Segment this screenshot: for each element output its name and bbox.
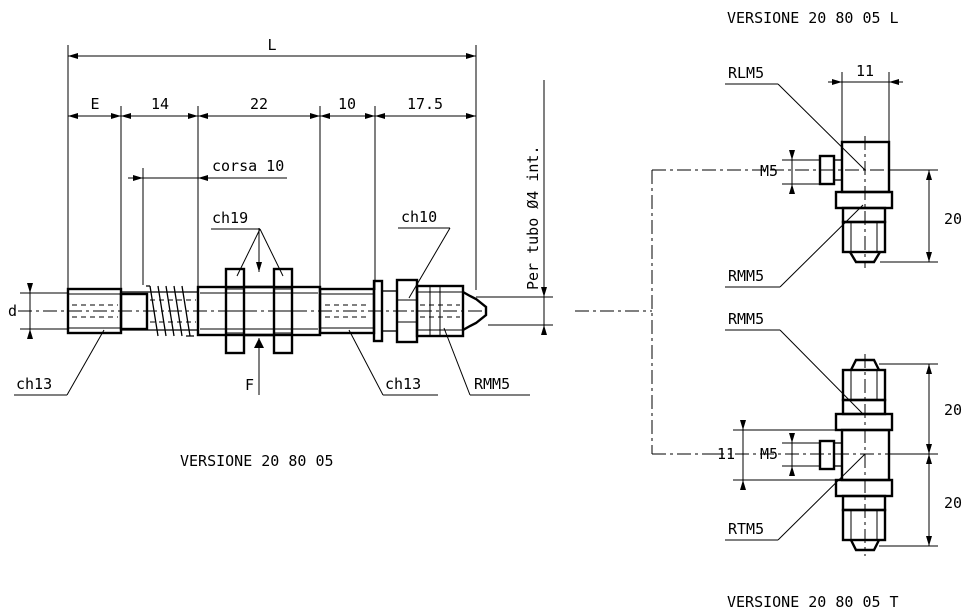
dim-corsa: corsa 10 [128,157,287,181]
rt-11-label: 11 [717,445,735,463]
dim-segments: E 14 22 10 17.5 [68,95,476,119]
ch13-left-label: ch13 [16,375,52,393]
spring [119,285,198,337]
main-view: L E 14 22 10 17.5 corsa 10 [8,36,553,470]
version-L: VERSIONE 20 80 05 L 11 M5 20 [725,9,962,288]
dim-14-label: 14 [151,95,169,113]
main-title: VERSIONE 20 80 05 [180,452,334,470]
version-T-title: VERSIONE 20 80 05 T [727,593,899,611]
variant-links [575,169,770,455]
right-body [318,278,488,344]
dim-22-label: 22 [250,95,268,113]
dim-tubo-label: Per tubo Ø4 int. [524,146,542,291]
ch10-label: ch10 [401,208,437,226]
rlm5-label: RLM5 [728,64,764,82]
rt-20a-label: 20 [944,401,962,419]
ch13-right-label: ch13 [385,375,421,393]
dim-10-label: 10 [338,95,356,113]
rt-m5-label: M5 [760,445,778,463]
rmm5-main-label: RMM5 [474,375,510,393]
rl-m5-label: M5 [760,162,778,180]
rtm5-label: RTM5 [728,520,764,538]
dim-corsa-label: corsa 10 [212,157,284,175]
dim-d: d [8,283,67,339]
version-L-title: VERSIONE 20 80 05 L [727,9,899,27]
dim-17-label: 17.5 [407,95,443,113]
bottom-callouts: ch13 ch13 RMM5 [14,327,530,396]
force-F: F [245,228,264,395]
dim-L-label: L [267,36,276,54]
ch19-label: ch19 [212,209,248,227]
dim-L: L [68,36,476,59]
force-F-label: F [245,376,254,394]
rmm5-t-label: RMM5 [728,310,764,328]
central-body [196,267,322,355]
dim-tubo: Per tubo Ø4 int. [476,80,553,335]
rl-11-label: 11 [856,62,874,80]
rt-20b-label: 20 [944,494,962,512]
dim-d-label: d [8,302,17,320]
ch10-callout: ch10 [398,208,451,299]
rl-20-label: 20 [944,210,962,228]
rmm5-l-label: RMM5 [728,267,764,285]
dim-E-label: E [90,95,99,113]
version-T: 20 20 11 M5 RMM5 RTM5 VERSIONE 20 80 05 … [710,310,962,611]
ch19-callout: ch19 [211,209,284,277]
